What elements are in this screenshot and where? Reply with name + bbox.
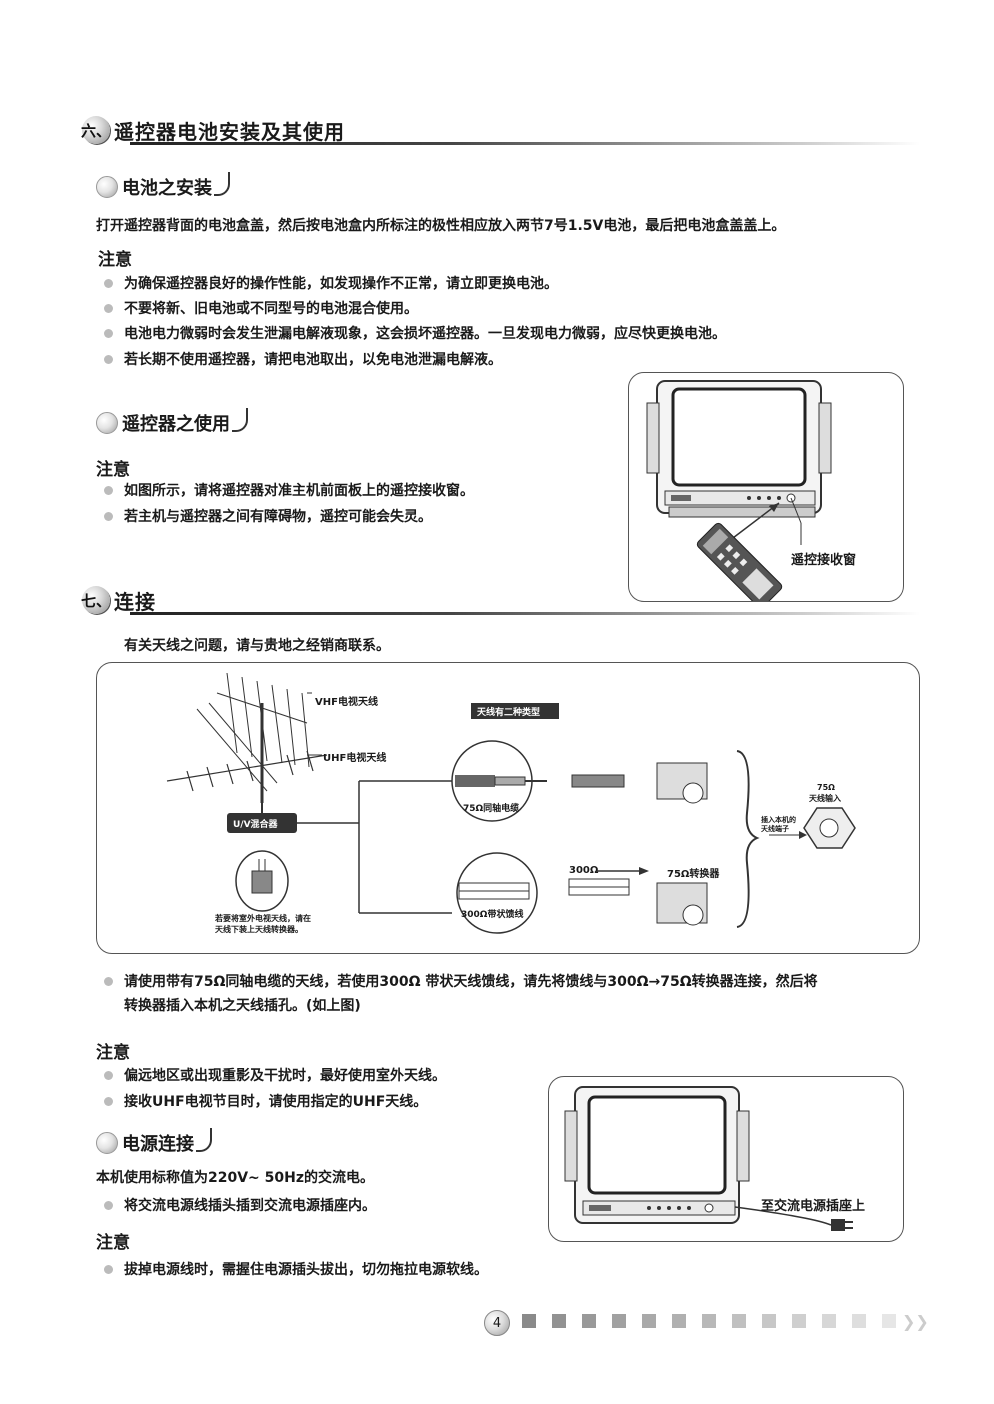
remote-note-2: 若主机与遥控器之间有障碍物，遥控可能会失灵。 [100, 507, 432, 527]
antenna-note-2: 接收UHF电视节目时，请使用指定的UHF天线。 [100, 1092, 427, 1112]
ohm300-label: 300Ω [569, 865, 599, 876]
antenna-instruction-line1: 请使用带有75Ω同轴电缆的天线，若使用300Ω 带状天线馈线，请先将馈线与300… [100, 972, 818, 992]
ribbon-label: 300Ω带状馈线 [461, 910, 524, 920]
heading-bullet-icon [96, 176, 118, 198]
battery-note-4: 若长期不使用遥控器，请把电池取出，以免电池泄漏电解液。 [100, 350, 502, 370]
power-cord [734, 1206, 832, 1226]
power-body: 本机使用标称值为220V~ 50Hz的交流电。 [96, 1170, 375, 1186]
heading-bullet-icon [96, 412, 118, 434]
mixer-note-2: 天线下装上天线转换器。 [215, 925, 303, 934]
signal-arrow-line [728, 502, 780, 542]
tv-power-button [671, 495, 691, 501]
battery-note-3: 电池电力微弱时会发生泄漏电解液现象，这会损坏遥控器。一旦发现电力微弱，应尽快更换… [100, 324, 726, 344]
pager-end-icon: ❯❯ [902, 1312, 929, 1331]
antenna-note-1: 偏远地区或出现重影及干扰时，最好使用室外天线。 [100, 1066, 446, 1086]
section-6-title: 遥控器电池安装及其使用 [114, 119, 345, 144]
tv-remote-illustration [646, 380, 832, 609]
pager-square [822, 1314, 836, 1328]
power-note-1: 拔掉电源线时，需握住电源插头拔出，切勿拖拉电源软线。 [100, 1260, 488, 1280]
section-7-title: 连接 [114, 589, 156, 614]
heading-curve-icon [232, 408, 248, 432]
antenna-types-label: 天线有二种类型 [477, 708, 541, 718]
remote-heading-text: 遥控器之使用 [122, 414, 230, 435]
tv-base [668, 506, 816, 518]
power-plug-icon [831, 1219, 845, 1231]
input-label-2: 天线输入 [809, 794, 841, 803]
pager-square [702, 1314, 716, 1328]
pager-square [732, 1314, 746, 1328]
battery-note-1: 为确保遥控器良好的操作性能，如发现操作不正常，请立即更换电池。 [100, 274, 558, 294]
heading-curve-icon [196, 1128, 212, 1152]
section-6-badge-text: 六、 [81, 121, 112, 140]
antenna-instruction-line2: 转换器插入本机之天线插孔。(如上图) [124, 998, 361, 1014]
pager-square [762, 1314, 776, 1328]
antenna-intro: 有关天线之问题，请与贵地之经销商联系。 [124, 638, 390, 654]
pager-square [552, 1314, 566, 1328]
section-6-badge: 六、 [81, 116, 112, 144]
remote-sensor-label: 遥控接收窗 [791, 553, 857, 568]
battery-note-2: 不要将新、旧电池或不同型号的电池混合使用。 [100, 299, 418, 319]
heading-bullet-icon [96, 1132, 118, 1154]
power-figure-panel: 至交流电源插座上 [548, 1076, 904, 1242]
section-7-badge: 七、 [81, 586, 112, 614]
coax-label: 75Ω同轴电缆 [463, 804, 520, 814]
page-number: 4 [492, 1315, 502, 1331]
uv-mixer-box [227, 813, 297, 833]
plug-note-2: 天线端子 [761, 825, 789, 833]
pager-square [792, 1314, 806, 1328]
plug-note-1: 插入本机的 [761, 816, 796, 824]
power-heading-text: 电源连接 [122, 1134, 194, 1155]
vhf-label: VHF电视天线 [315, 697, 378, 708]
sensor-pointer-line [790, 497, 802, 524]
uhf-label: UHF电视天线 [323, 753, 387, 764]
section-7-rule [130, 612, 920, 615]
tv-side-right [818, 402, 832, 474]
antenna-types-label-box [471, 703, 559, 719]
pager-square [672, 1314, 686, 1328]
section-7-badge-text: 七、 [81, 591, 112, 610]
brace-icon [736, 750, 760, 928]
power-bullet: 将交流电源线插头插到交流电源插座内。 [100, 1196, 376, 1216]
pager-square [882, 1314, 896, 1328]
tv-screen [671, 387, 807, 487]
battery-body: 打开遥控器背面的电池盒盖，然后按电池盒内所标注的极性相应放入两节7号1.5V电池… [96, 218, 786, 234]
battery-note-label: 注意 [98, 250, 132, 270]
power-outlet-label: 至交流电源插座上 [761, 1199, 866, 1214]
section-7-header: 七、 连接 [81, 582, 156, 618]
tv-power-illustration [564, 1086, 853, 1231]
converter-label: 75Ω转换器 [667, 869, 720, 880]
pager-square [852, 1314, 866, 1328]
coax-plug-icon [571, 774, 625, 788]
signal-arrow-head [769, 503, 779, 512]
mixer-note-1: 若要将室外电视天线，请在 [215, 914, 311, 923]
battery-heading: 电池之安装 [96, 172, 230, 202]
antenna-note-label: 注意 [96, 1043, 130, 1063]
remote-note-label: 注意 [96, 460, 130, 480]
remote-figure-panel: 遥控接收窗 [628, 372, 904, 609]
pager-square [522, 1314, 536, 1328]
pager-square [612, 1314, 626, 1328]
pager-square [642, 1314, 656, 1328]
page-number-badge: 4 [484, 1310, 510, 1336]
battery-heading-text: 电池之安装 [122, 178, 212, 199]
section-6-header: 六、 遥控器电池安装及其使用 [81, 112, 345, 148]
pager-square [582, 1314, 596, 1328]
tv-screen [587, 1095, 727, 1195]
input-label-1: 75Ω [817, 783, 835, 792]
antenna-figure-panel: VHF电视天线 UHF电视天线 U/V混合器 若要将室外电视天线，请在 天线下装… [96, 662, 920, 954]
remote-heading: 遥控器之使用 [96, 408, 248, 438]
tv-front-panel [664, 490, 816, 506]
mixer-label: U/V混合器 [233, 820, 278, 830]
section-6-rule [130, 142, 920, 145]
remote-control [696, 522, 783, 609]
power-note-label: 注意 [96, 1233, 130, 1253]
antenna-illustration [166, 672, 856, 934]
uhf-antenna-icon [166, 750, 328, 792]
heading-curve-icon [214, 172, 230, 196]
tv-side-left [646, 402, 660, 474]
power-heading: 电源连接 [96, 1128, 212, 1158]
remote-note-1: 如图所示，请将遥控器对准主机前面板上的遥控接收窗。 [100, 481, 474, 501]
